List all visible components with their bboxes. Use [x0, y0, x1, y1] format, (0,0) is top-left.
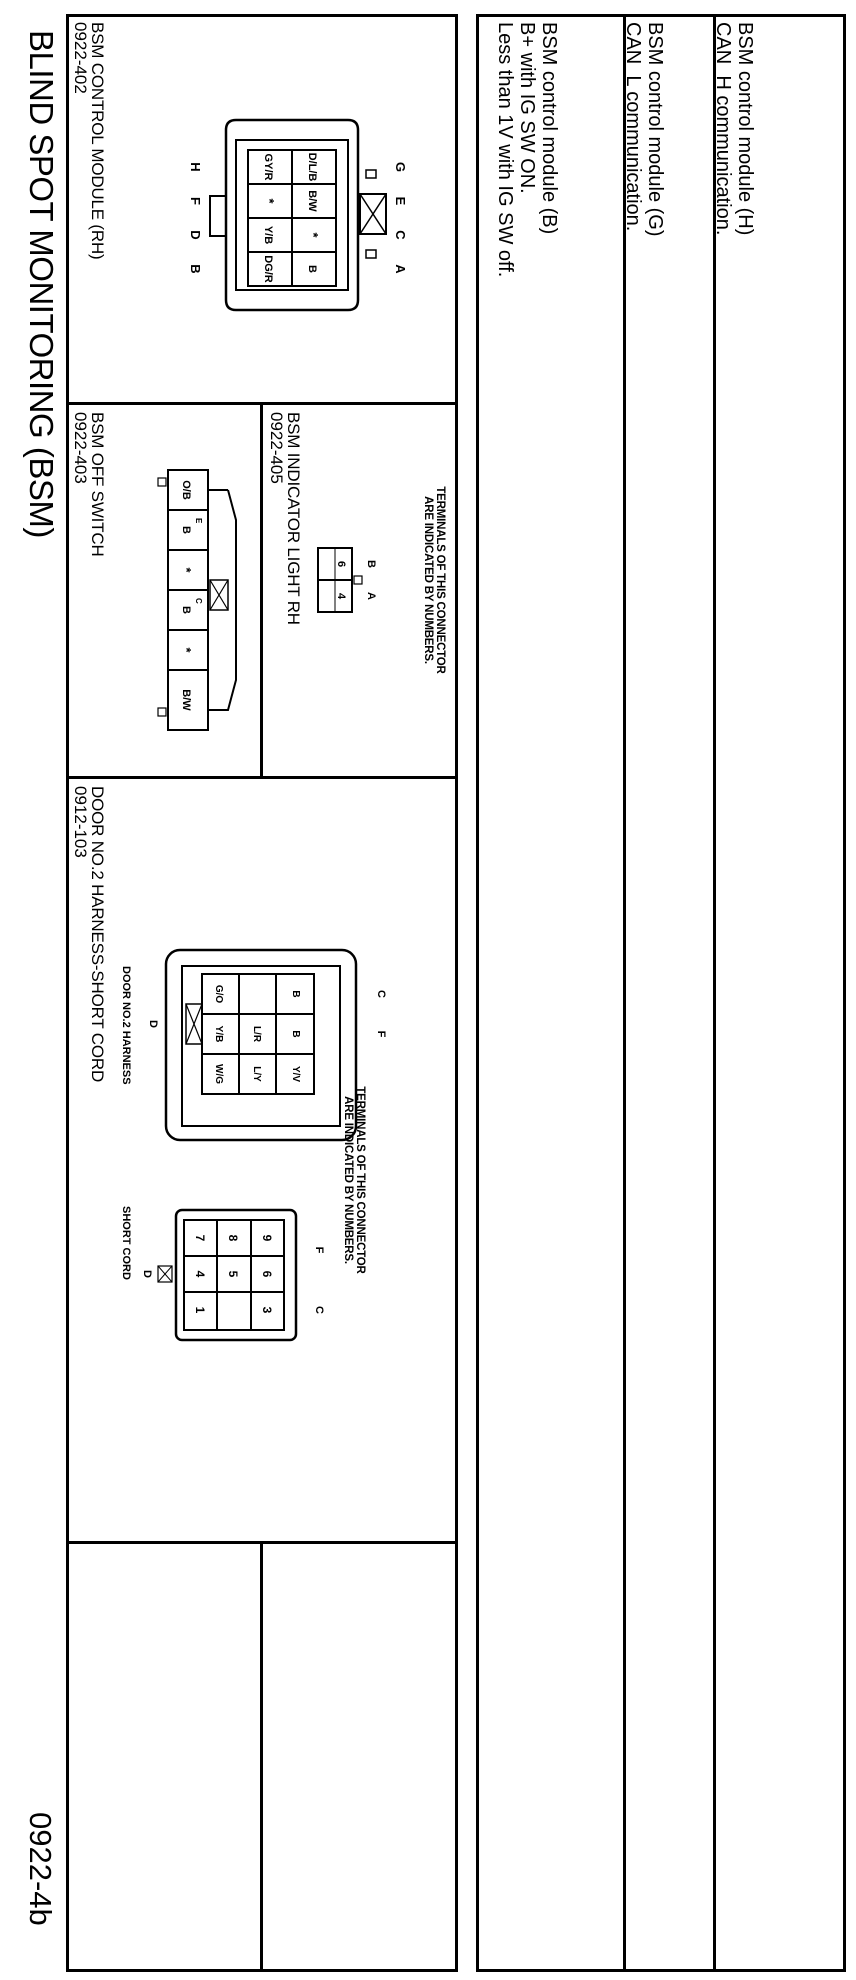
pin-label: L/Y [251, 1066, 262, 1082]
pin-label: 4 [335, 593, 347, 600]
pin-label: 7 [193, 1235, 207, 1242]
pin-letter-B: B [188, 264, 203, 273]
pin-letter-F: F [375, 1031, 387, 1038]
pin-label: G/O [213, 985, 224, 1004]
pin-label: B [180, 526, 192, 534]
page-number: 0922-4b [23, 1812, 58, 1926]
connector-name-0922-405: BSM INDICATOR LIGHT RH [284, 412, 303, 625]
pin-letter-A: A [365, 592, 377, 600]
connector-name-0922-403: BSM OFF SWITCH [88, 412, 107, 557]
divider-h-403-405 [260, 404, 263, 777]
pin-label: 5 [226, 1271, 240, 1278]
connector-diagram-short-cord: D F C 7 4 1 8 5 9 6 3 [141, 1208, 325, 1342]
connector-code-0922-405: 0922-405 [267, 412, 286, 484]
pin-label: Y/B [262, 226, 274, 244]
pin-label: Y/V [290, 1066, 301, 1082]
description-row-3: BSM control module (H) CAN_H communicati… [712, 22, 756, 236]
pin-letter-A: A [393, 264, 408, 274]
connector-code-0922-403: 0922-403 [71, 412, 90, 484]
pin-label: L/R [251, 1026, 262, 1043]
pin-letter-F: F [313, 1247, 325, 1254]
pin-letter-C: C [393, 230, 408, 240]
pin-letter-F: F [188, 197, 203, 205]
pin-label: GY/R [262, 154, 274, 181]
pin-label: B [290, 1030, 301, 1037]
pin-label: D/L/B [306, 153, 318, 182]
pin-label: 6 [335, 561, 347, 567]
pin-label: * [306, 232, 321, 238]
harness-label: DOOR NO.2 HARNESS [120, 966, 132, 1085]
page-title: BLIND SPOT MONITORING (BSM) [23, 30, 60, 538]
description-row-1: BSM control module (B) B+ with IG SW ON.… [494, 22, 560, 278]
short-cord-label: SHORT CORD [120, 1206, 132, 1280]
divider-v-1 [66, 402, 458, 405]
pin-label: * [179, 647, 194, 653]
connector-diagram-0922-405: B A 6 4 [317, 547, 377, 613]
connector-code-0922-402: 0922-402 [71, 22, 90, 94]
pin-letter-D: D [141, 1270, 153, 1278]
pin-label: B/W [306, 190, 318, 212]
pin-letter-C: C [313, 1306, 325, 1314]
pin-letter-C: C [194, 598, 203, 604]
pin-letter-E: E [393, 197, 408, 206]
connector-code-0912-103: 0912-103 [71, 786, 90, 858]
connector-note-0922-405: TERMINALS OF THIS CONNECTOR ARE INDICATE… [422, 486, 446, 674]
connector-note-0912-103: TERMINALS OF THIS CONNECTOR ARE INDICATE… [342, 1086, 366, 1274]
pin-letter-H: H [188, 162, 203, 171]
pin-label: 3 [260, 1307, 274, 1314]
pin-letter-B: B [365, 560, 377, 568]
pin-letter-D: D [147, 1020, 159, 1028]
pin-letter-C: C [375, 990, 387, 998]
pin-letter-E: E [194, 518, 203, 524]
pin-label: B [180, 606, 192, 614]
connector-diagram-0922-403: E C O/B B * B * B/W [157, 469, 237, 731]
pin-label: Y/B [213, 1026, 224, 1043]
connector-diagram-0922-402: G E C A H F D B D/L/B B/W * B GY/R * Y/B… [188, 118, 408, 312]
pin-label: 4 [193, 1271, 207, 1278]
pin-label: B [290, 990, 301, 997]
divider-h-empty [260, 1543, 263, 1972]
pin-label: B/W [180, 689, 192, 711]
pin-letter-D: D [188, 230, 203, 239]
pin-label: 1 [193, 1307, 207, 1314]
connector-name-0922-402: BSM CONTROL MODULE (RH) [88, 22, 107, 260]
pin-label: 8 [226, 1235, 240, 1242]
pin-letter-G: G [393, 162, 408, 172]
connector-diagram-door-harness: D C F B B Y/V L/R L/Y G/O Y/B W/G [147, 948, 387, 1142]
pin-label: B [306, 265, 318, 273]
pin-label: O/B [180, 480, 192, 500]
connector-name-0912-103: DOOR NO.2 HARNESS-SHORT CORD [88, 786, 107, 1083]
divider-v-3 [66, 1541, 458, 1544]
pin-label: W/G [213, 1064, 224, 1084]
pin-label: * [262, 198, 277, 204]
pin-label: * [179, 567, 194, 573]
divider-v-2 [66, 776, 458, 779]
pin-label: DG/R [262, 255, 274, 283]
pin-label: 6 [260, 1271, 274, 1278]
pin-label: 9 [260, 1235, 274, 1242]
description-row-2: BSM control module (G) CAN_L communicati… [622, 22, 666, 237]
